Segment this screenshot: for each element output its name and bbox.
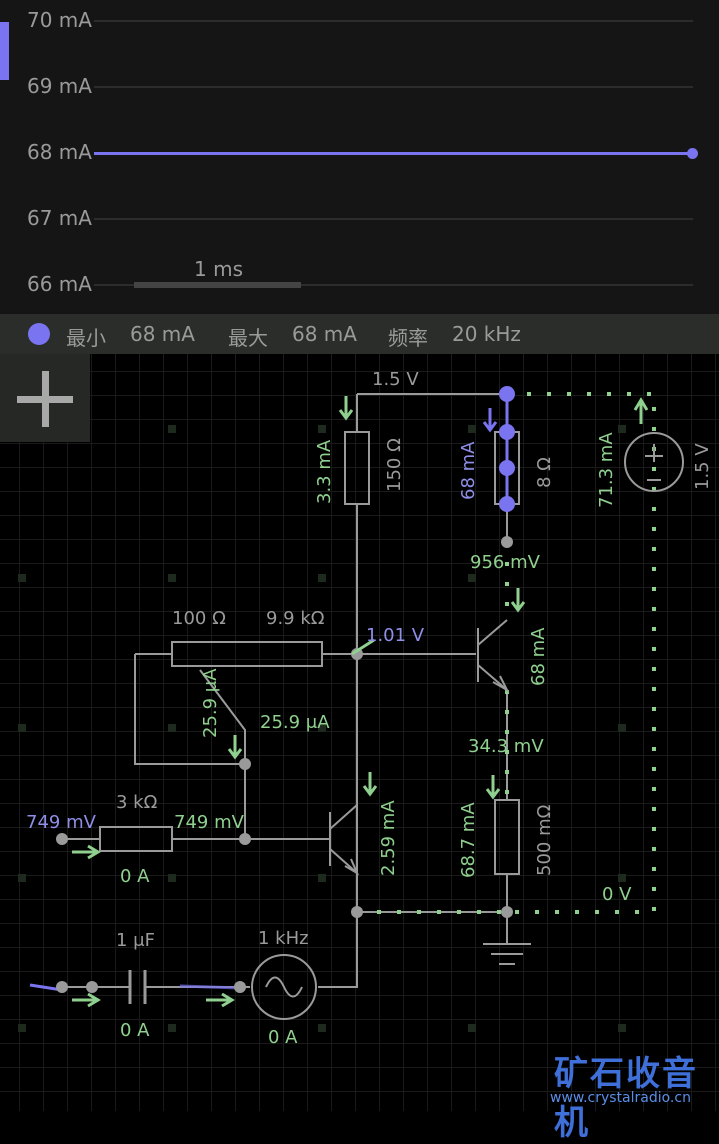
scope-info-bar: 最小 68 mA 最大 68 mA 频率 20 kHz — [0, 314, 719, 354]
q2-current: 2.59 mA — [378, 800, 399, 876]
ac-source-1khz[interactable] — [251, 954, 317, 1020]
speaker-current: 68 mA — [458, 441, 479, 500]
scope-tab-handle[interactable] — [0, 22, 9, 80]
battery-1v5[interactable] — [624, 432, 684, 492]
resistor-500m[interactable] — [494, 799, 520, 875]
scope-y-label: 70 mA — [27, 8, 92, 32]
q1-collector-voltage: 956 mV — [470, 552, 541, 573]
resistor-500m-label: 500 mΩ — [534, 804, 555, 876]
scope-y-label: 69 mA — [27, 74, 92, 98]
emitter-voltage: 34.3 mV — [468, 736, 544, 757]
scope-grid-line — [94, 284, 693, 286]
resistor-150-current: 3.3 mA — [314, 439, 335, 504]
scope-y-label: 67 mA — [27, 206, 92, 230]
scope-grid-line — [94, 20, 693, 22]
resistor-3k-label: 3 kΩ — [116, 792, 158, 813]
speaker-value-label: 8 Ω — [534, 457, 555, 488]
watermark-url: www.crystalradio.cn — [550, 1090, 691, 1106]
base-node-voltage: 1.01 V — [366, 625, 425, 646]
ground-voltage: 0 V — [602, 884, 632, 905]
resistor-500m-current: 68.7 mA — [458, 802, 479, 878]
input-voltage: 749 mV — [26, 812, 97, 833]
pot-wiper-current-b: 25.9 μA — [260, 712, 330, 733]
ac-source-current: 0 A — [268, 1027, 298, 1048]
scope-y-label: 68 mA — [27, 140, 92, 164]
plus-icon-stem — [42, 371, 49, 427]
add-component-button[interactable] — [0, 354, 90, 442]
resistor-150[interactable] — [344, 431, 370, 505]
freq-label: 频率 — [388, 326, 428, 350]
min-label: 最小 — [66, 326, 106, 350]
scope-panel[interactable]: 70 mA 69 mA 68 mA 67 mA 66 mA 1 ms — [0, 0, 719, 314]
battery-current: 71.3 mA — [596, 432, 617, 508]
capacitor-current: 0 A — [120, 1020, 150, 1041]
time-scale-label: 1 ms — [194, 257, 243, 281]
wires — [62, 393, 508, 988]
transistor-q2[interactable] — [329, 804, 360, 876]
scope-trace-endpoint — [687, 148, 698, 159]
pot-right-label: 9.9 kΩ — [266, 608, 325, 629]
supply-voltage-label: 1.5 V — [372, 369, 419, 390]
battery-voltage-label: 1.5 V — [692, 443, 713, 490]
trace-color-dot[interactable] — [28, 323, 50, 345]
capacitor-label: 1 μF — [116, 930, 155, 951]
grid-dots — [18, 425, 626, 1032]
pot-left-label: 100 Ω — [172, 608, 226, 629]
capacitor-1uf[interactable] — [128, 970, 147, 1004]
transistor-q1[interactable] — [477, 619, 510, 693]
freq-value: 20 kHz — [452, 322, 521, 346]
scope-y-label: 66 mA — [27, 272, 92, 296]
max-value: 68 mA — [292, 322, 357, 346]
min-value: 68 mA — [130, 322, 195, 346]
current-arrows — [72, 396, 649, 1008]
resistor-150-label: 150 Ω — [384, 438, 405, 492]
scope-grid-line — [94, 86, 693, 88]
max-label: 最大 — [228, 326, 268, 350]
pot-wiper-current-a: 25.9 μA — [200, 668, 221, 738]
scope-grid-line — [94, 218, 693, 220]
ac-frequency-label: 1 kHz — [258, 928, 309, 949]
resistor-3k-current: 0 A — [120, 866, 150, 887]
watermark: 矿石收音机 www.crystalradio.cn — [550, 1046, 719, 1143]
resistor-3k[interactable] — [99, 826, 173, 852]
ground-symbol — [483, 943, 531, 965]
resistor-3k-right-voltage: 749 mV — [174, 812, 245, 833]
circuit-canvas[interactable]: 1.5 V 100 Ω 9.9 kΩ 3 kΩ 1 μF 1 kHz 150 Ω… — [0, 354, 719, 1111]
time-scale-bar — [134, 282, 301, 288]
q1-current: 68 mA — [528, 627, 549, 686]
scope-trace — [94, 152, 693, 155]
potentiometer[interactable] — [171, 641, 323, 667]
